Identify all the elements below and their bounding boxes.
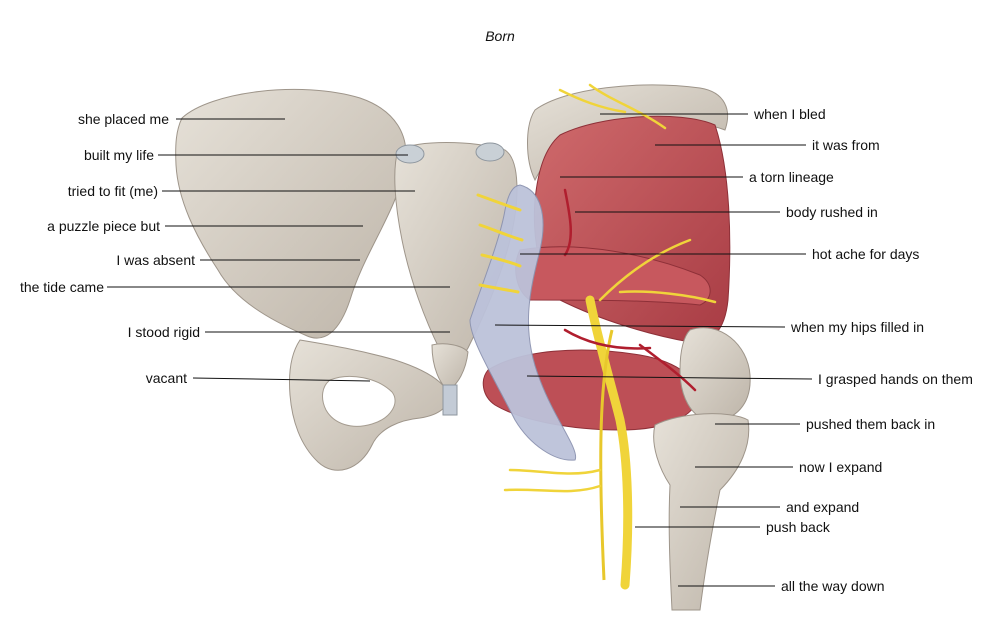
label-left-6: the tide came — [19, 279, 104, 295]
gluteal-nerves — [503, 83, 717, 493]
label-left-1: she placed me — [77, 111, 169, 127]
label-left-7: I stood rigid — [127, 324, 200, 340]
coccyx-bone — [431, 343, 469, 391]
label-right-8: pushed them back in — [806, 416, 936, 432]
label-right-7: I grasped hands on them — [818, 371, 973, 387]
sacrotuberous-ligament — [469, 184, 577, 461]
gluteal-arteries — [563, 188, 697, 392]
label-left-8: vacant — [145, 370, 187, 386]
label-right-11: push back — [766, 519, 830, 535]
vertebra-top-right — [475, 142, 505, 162]
pubic-symphysis — [442, 384, 458, 416]
label-right-1: when I bled — [754, 106, 826, 122]
label-right-3: a torn lineage — [749, 169, 834, 185]
label-left-3: tried to fit (me) — [67, 183, 158, 199]
label-left-5: I was absent — [116, 252, 195, 268]
label-right-9: now I expand — [799, 459, 883, 475]
sacral-nerves — [476, 193, 524, 294]
label-right-10: and expand — [786, 499, 860, 515]
leader-lines-right — [494, 113, 813, 587]
label-right-12: all the way down — [781, 578, 885, 594]
diagram-title: Born — [485, 28, 515, 44]
label-left-2: built my life — [83, 147, 154, 163]
femur-shaft — [653, 413, 750, 611]
left-ilium-bone — [175, 88, 407, 339]
label-left-4: a puzzle piece but — [47, 218, 160, 234]
label-right-5: hot ache for days — [812, 246, 920, 262]
label-right-4: body rushed in — [786, 204, 878, 220]
obturator-foramen — [322, 375, 396, 427]
gluteus-muscle — [533, 115, 731, 343]
label-right-6: when my hips filled in — [791, 319, 925, 335]
nerve-branch — [599, 329, 614, 581]
vertebra-top-left — [395, 144, 425, 164]
label-right-2: it was from — [812, 137, 880, 153]
femur-head — [679, 327, 751, 423]
sciatic-nerve — [585, 295, 633, 590]
leader-lines-left — [107, 118, 450, 382]
